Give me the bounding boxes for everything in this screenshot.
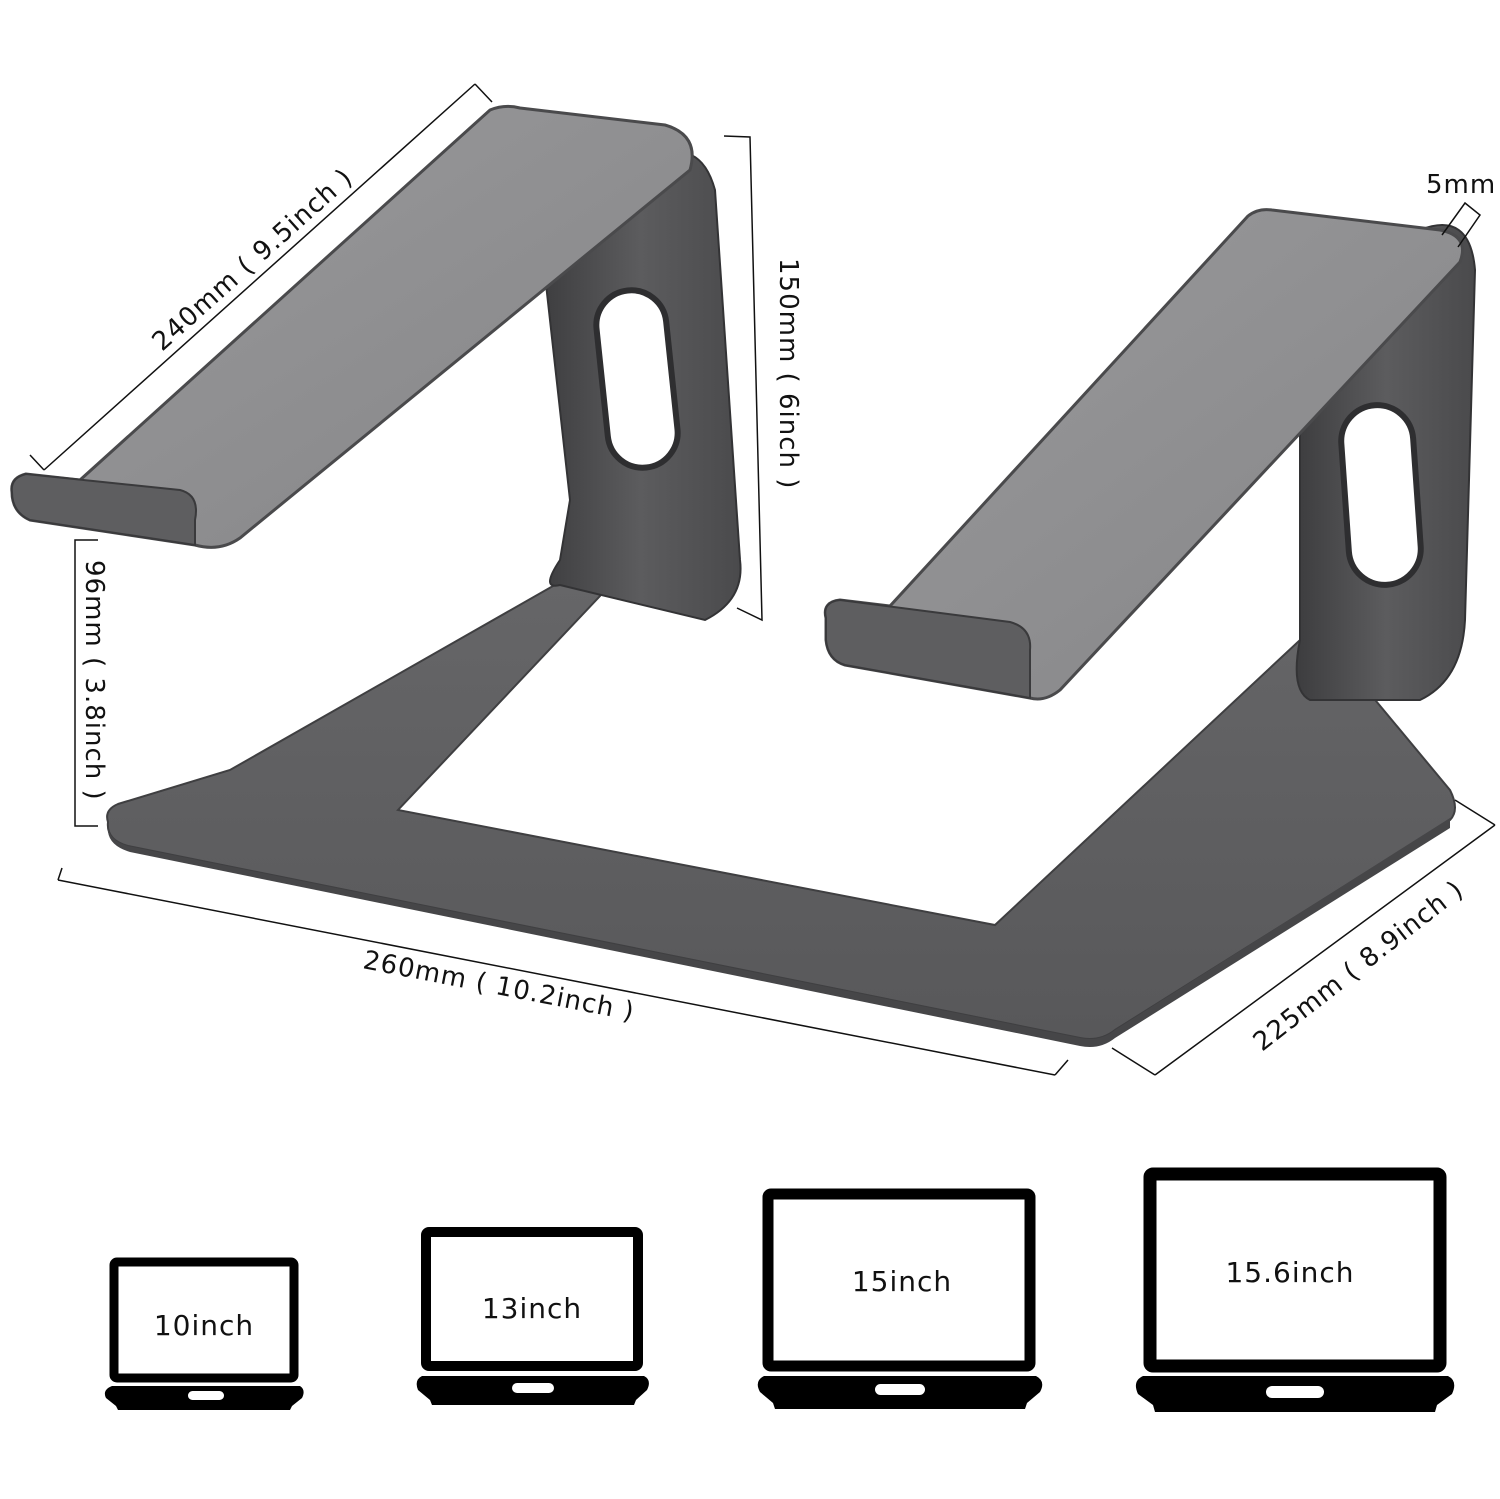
dim-line-front-height [74, 539, 98, 827]
dim-label-total-height: 150mm ( 6inch ) [773, 258, 803, 489]
laptop-icon-10inch: 10inch [104, 1257, 304, 1410]
compatibility-icons: 10inch 13inch 15inch 15.6inch [104, 1167, 1455, 1412]
laptop-icon-15inch: 15inch [757, 1188, 1043, 1409]
laptop-stand [10, 104, 1477, 1047]
stand-base [106, 575, 1456, 1040]
stand-right-slot [1338, 402, 1424, 588]
dimension-lines [29, 83, 1496, 1076]
laptop-label-15inch: 15inch [852, 1265, 952, 1298]
dim-line-depth [1111, 799, 1496, 1076]
dim-line-thickness [1441, 201, 1482, 248]
stand-left-slot [593, 287, 681, 471]
dim-label-front-height: 96mm ( 3.8inch ) [79, 560, 109, 801]
laptop-icon-15-6inch: 15.6inch [1135, 1167, 1455, 1412]
laptop-icon-13inch: 13inch [416, 1227, 649, 1405]
laptop-label-15-6inch: 15.6inch [1225, 1256, 1354, 1289]
dim-label-width: 260mm ( 10.2inch ) [361, 945, 637, 1027]
dim-line-width [57, 867, 1069, 1076]
laptop-label-10inch: 10inch [154, 1309, 254, 1342]
dim-line-total-height [723, 135, 763, 622]
stand-left-lip [10, 472, 197, 547]
laptop-label-13inch: 13inch [482, 1292, 582, 1325]
dim-line-top-length [29, 83, 493, 471]
dim-label-thickness: 5mm [1426, 170, 1496, 200]
stand-right-lip [824, 598, 1032, 700]
